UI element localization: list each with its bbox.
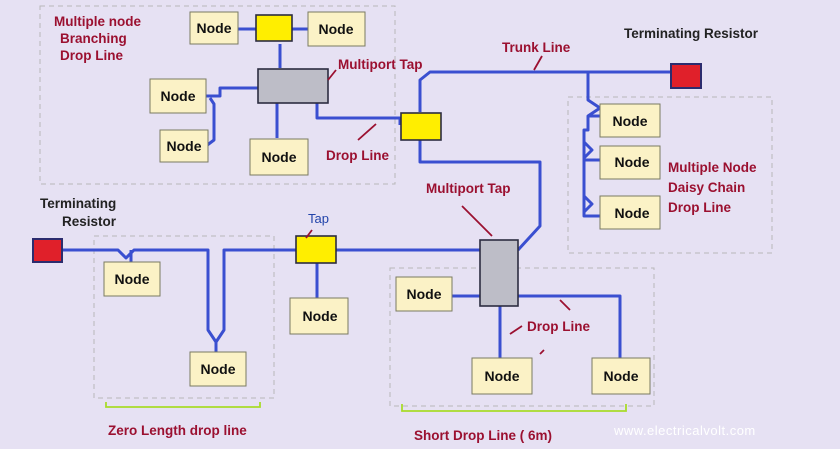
pointer-multiport-tap-bottom [461, 205, 493, 237]
pointer-multiport-tap-top [327, 69, 337, 81]
terminating-resistor-left [32, 238, 63, 263]
tap-bottom [295, 235, 337, 264]
pointer-drop-line-top [357, 123, 377, 141]
svg-text:Node: Node [604, 368, 639, 384]
node-mtap-right: Node [591, 357, 651, 395]
label-short-drop: Short Drop Line ( 6m) [414, 428, 552, 443]
multiport-tap-bottom [479, 239, 519, 307]
label-terminating-resistor-right: Terminating Resistor [624, 26, 759, 41]
pointer-trunk-line [533, 55, 543, 71]
svg-text:Node: Node [303, 308, 338, 324]
pointer-tap [305, 229, 313, 239]
daisy-chain-drop [582, 72, 602, 218]
svg-text:Node: Node [197, 20, 232, 36]
node-left-tap: Node [103, 261, 161, 297]
wires [62, 27, 671, 358]
tap-top [255, 14, 293, 42]
node-daisy-3: Node [599, 195, 661, 230]
zone-short-drop [389, 267, 655, 407]
label-zero-length: Zero Length drop line [108, 423, 247, 438]
label-branching: Multiple node Branching Drop Line [54, 14, 145, 63]
svg-text:Node: Node [615, 205, 650, 221]
label-pointers [305, 55, 571, 355]
zone-zero-length [93, 235, 275, 399]
svg-text:Node: Node [115, 271, 150, 287]
node-daisy-2: Node [599, 145, 661, 180]
svg-text:Node: Node [201, 361, 236, 377]
pointer-drop-line-stub [539, 349, 545, 355]
zone-daisy-chain [567, 96, 773, 254]
label-drop-line-bottom: Drop Line [527, 319, 590, 334]
pointer-drop-line-bottom [509, 325, 523, 335]
multiport-tap-top [257, 68, 329, 104]
node-mtap-center: Node [471, 357, 533, 395]
drop-top-mtap-left [200, 86, 258, 148]
label-multiport-tap-bottom: Multiport Tap [426, 181, 510, 196]
node-zero-length: Node [189, 351, 247, 387]
svg-text:Node: Node [613, 113, 648, 129]
label-drop-line-top: Drop Line [326, 148, 389, 163]
label-trunk-line: Trunk Line [502, 40, 571, 55]
node-top-left: Node [189, 11, 239, 45]
bracket-short-drop [401, 404, 627, 412]
tap-drop-line [400, 112, 442, 141]
node-mtap-left: Node [395, 276, 453, 312]
trunk-line [62, 70, 671, 344]
drop-top-mtap-to-tap [315, 102, 402, 125]
svg-text:Node: Node [167, 138, 202, 154]
zone-branching [39, 5, 396, 185]
zones [39, 5, 773, 407]
svg-text:Node: Node [407, 286, 442, 302]
node-branch-3: Node [249, 138, 309, 176]
node-daisy-1: Node [599, 103, 661, 138]
bracket-zero-length [105, 402, 261, 408]
node-branch-1: Node [149, 78, 207, 114]
watermark: www.electricalvolt.com [613, 423, 756, 438]
svg-text:Node: Node [615, 154, 650, 170]
label-multiport-tap-top: Multiport Tap [338, 57, 422, 72]
node-tap-bottom: Node [289, 297, 349, 335]
label-terminating-resistor-left: Terminating Resistor [40, 196, 120, 229]
svg-text:Node: Node [485, 368, 520, 384]
svg-text:Node: Node [161, 88, 196, 104]
node-branch-2: Node [159, 129, 209, 163]
svg-text:Node: Node [262, 149, 297, 165]
drop-mtap-right-node [518, 294, 622, 358]
label-tap: Tap [308, 211, 329, 226]
terminating-resistor-right [670, 63, 702, 89]
pointer-drop-line-right [559, 299, 571, 311]
label-daisy-chain: Multiple Node Daisy Chain Drop Line [668, 160, 760, 215]
svg-text:Node: Node [319, 21, 354, 37]
node-top-right: Node [307, 11, 366, 47]
